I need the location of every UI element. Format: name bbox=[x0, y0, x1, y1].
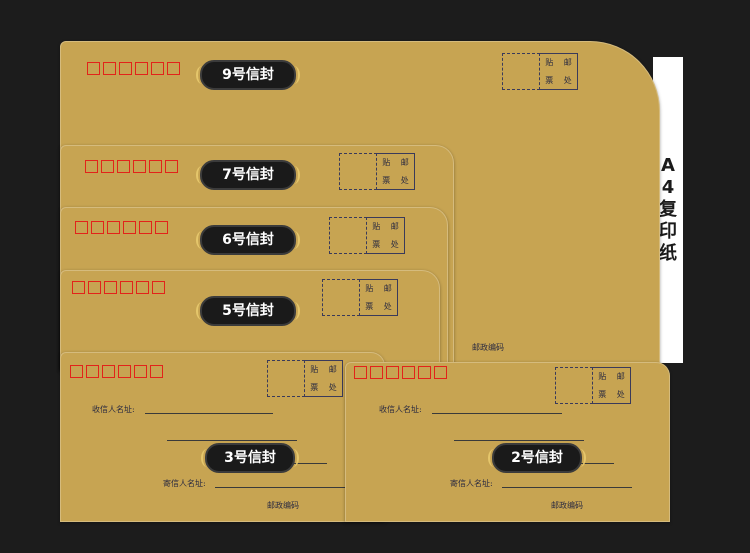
postcode-label: 邮政编码 bbox=[472, 343, 504, 352]
postal-code-boxes bbox=[75, 221, 168, 234]
address-line bbox=[454, 440, 584, 441]
side-label-char: 4 bbox=[661, 177, 675, 198]
side-label-char: 印 bbox=[659, 221, 677, 242]
side-label-char: 复 bbox=[659, 199, 677, 220]
envelope-label-9: 9号信封 bbox=[196, 60, 300, 90]
postal-code-boxes bbox=[70, 365, 163, 378]
envelope-label-6: 6号信封 bbox=[196, 225, 300, 255]
side-label-char: 纸 bbox=[659, 243, 677, 264]
address-line bbox=[502, 487, 632, 488]
envelope-2 bbox=[345, 362, 670, 522]
recipient-label: 收信人名址: bbox=[379, 405, 422, 414]
address-line bbox=[283, 463, 327, 464]
sender-label: 寄信人名址: bbox=[450, 479, 493, 488]
postal-code-boxes bbox=[72, 281, 165, 294]
postal-code-boxes bbox=[85, 160, 178, 173]
address-line bbox=[570, 463, 614, 464]
recipient-label: 收信人名址: bbox=[92, 405, 135, 414]
stamp-area: 贴邮票处 bbox=[267, 360, 343, 397]
envelope-label-7: 7号信封 bbox=[196, 160, 300, 190]
postal-code-boxes bbox=[87, 62, 180, 75]
address-line bbox=[145, 413, 273, 414]
envelope-label-3: 3号信封 bbox=[201, 443, 299, 473]
stamp-area: 贴邮票处 bbox=[329, 217, 405, 254]
envelope-label-5: 5号信封 bbox=[196, 296, 300, 326]
stamp-area: 贴邮票处 bbox=[502, 53, 578, 90]
stamp-area: 贴邮票处 bbox=[322, 279, 398, 316]
address-line bbox=[215, 487, 345, 488]
side-label-char: A bbox=[661, 155, 675, 176]
stamp-area: 贴邮票处 bbox=[339, 153, 415, 190]
address-line bbox=[167, 440, 297, 441]
postcode-label: 邮政编码 bbox=[267, 501, 299, 510]
stamp-area: 贴邮票处 bbox=[555, 367, 631, 404]
sender-label: 寄信人名址: bbox=[163, 479, 206, 488]
envelope-label-2: 2号信封 bbox=[488, 443, 586, 473]
postal-code-boxes bbox=[354, 366, 447, 379]
envelope-3 bbox=[60, 352, 385, 522]
postcode-label: 邮政编码 bbox=[551, 501, 583, 510]
address-line bbox=[432, 413, 562, 414]
